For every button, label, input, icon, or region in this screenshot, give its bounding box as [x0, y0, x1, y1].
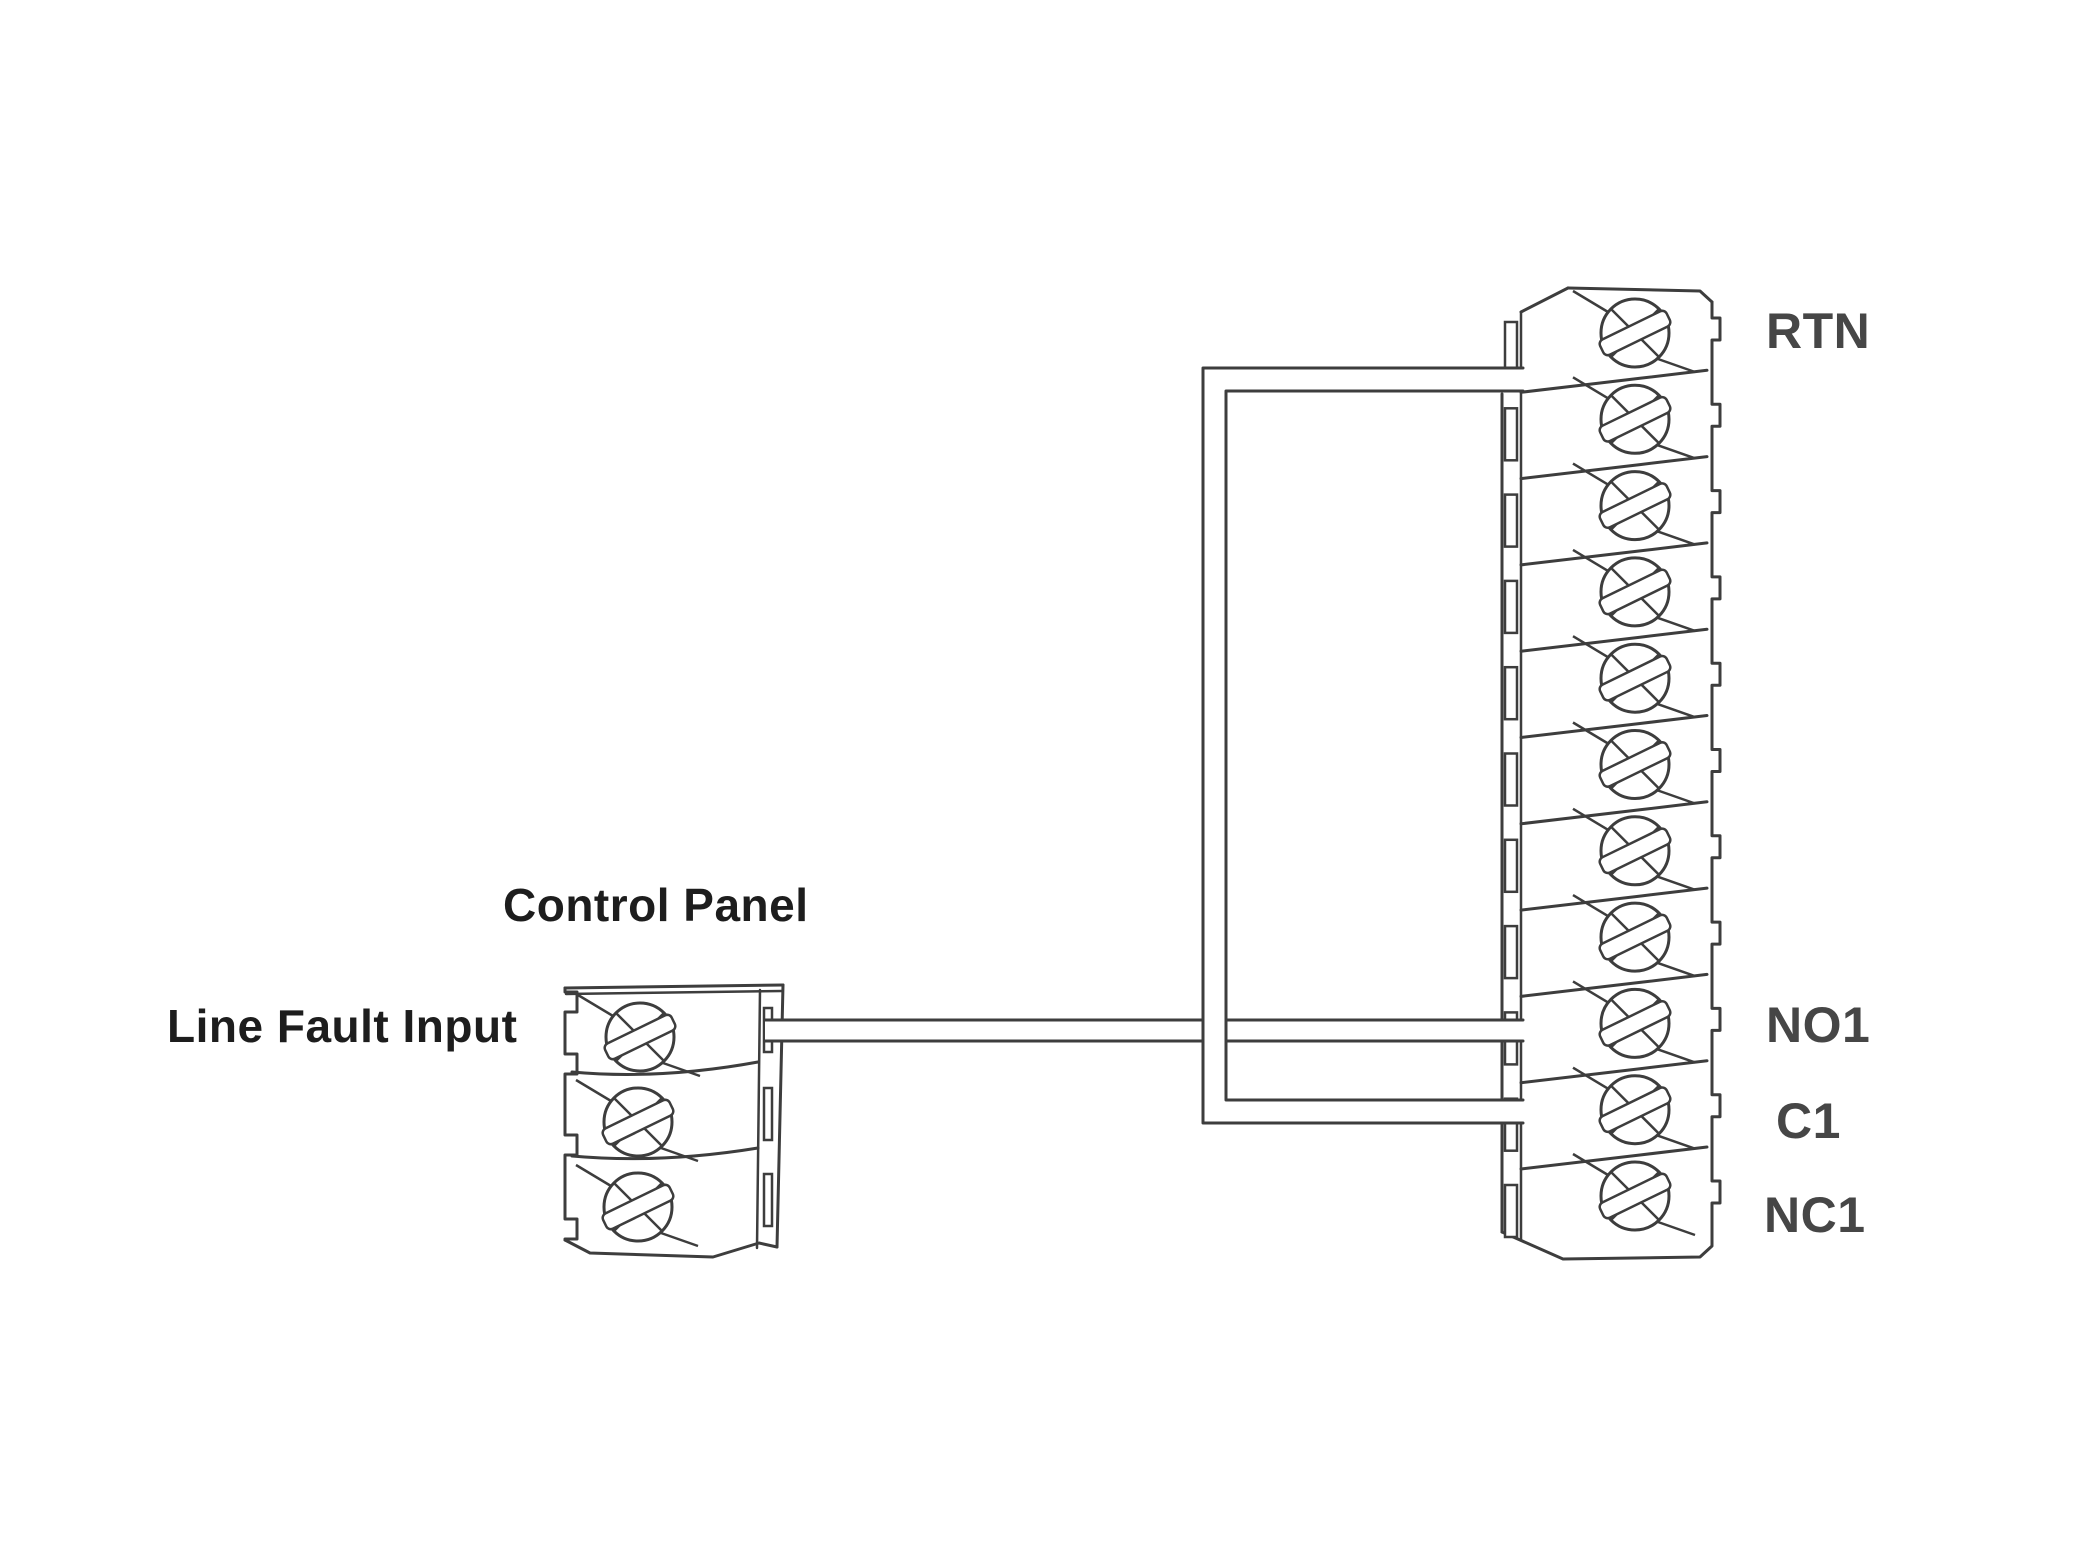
control-panel-title: Control Panel: [503, 879, 809, 931]
wire-entry-slot: [1503, 752, 1519, 807]
control-panel-terminal-block: [563, 983, 785, 1259]
wire-entry-slot: [1503, 924, 1519, 980]
wire-entry-slot: [1503, 579, 1519, 635]
wire-entry-slot: [1503, 838, 1519, 894]
terminal-label-no1: NO1: [1766, 997, 1871, 1053]
wire-entry-slot: [762, 1086, 774, 1142]
line-fault-input-label: Line Fault Input: [167, 1000, 518, 1052]
wire-body: [765, 1020, 1523, 1041]
wire-entry-slot: [1503, 665, 1519, 721]
wire-entry-slot: [1503, 320, 1519, 376]
terminal-label-nc1: NC1: [1764, 1187, 1866, 1243]
wire-line-fault-to-no1: [763, 1018, 1525, 1043]
wire-rtn-to-c1: [1201, 366, 1525, 1125]
wire-entry-slot: [1503, 493, 1519, 548]
device-terminal-block: [1500, 286, 1722, 1261]
wire-body: [1203, 368, 1523, 1123]
wire-entry-slot: [1503, 407, 1519, 462]
terminal-label-c1: C1: [1776, 1093, 1841, 1149]
terminal-label-rtn: RTN: [1766, 303, 1871, 359]
wire-entry-slot: [762, 1172, 774, 1228]
wire-entry-slot: [1503, 1183, 1519, 1239]
